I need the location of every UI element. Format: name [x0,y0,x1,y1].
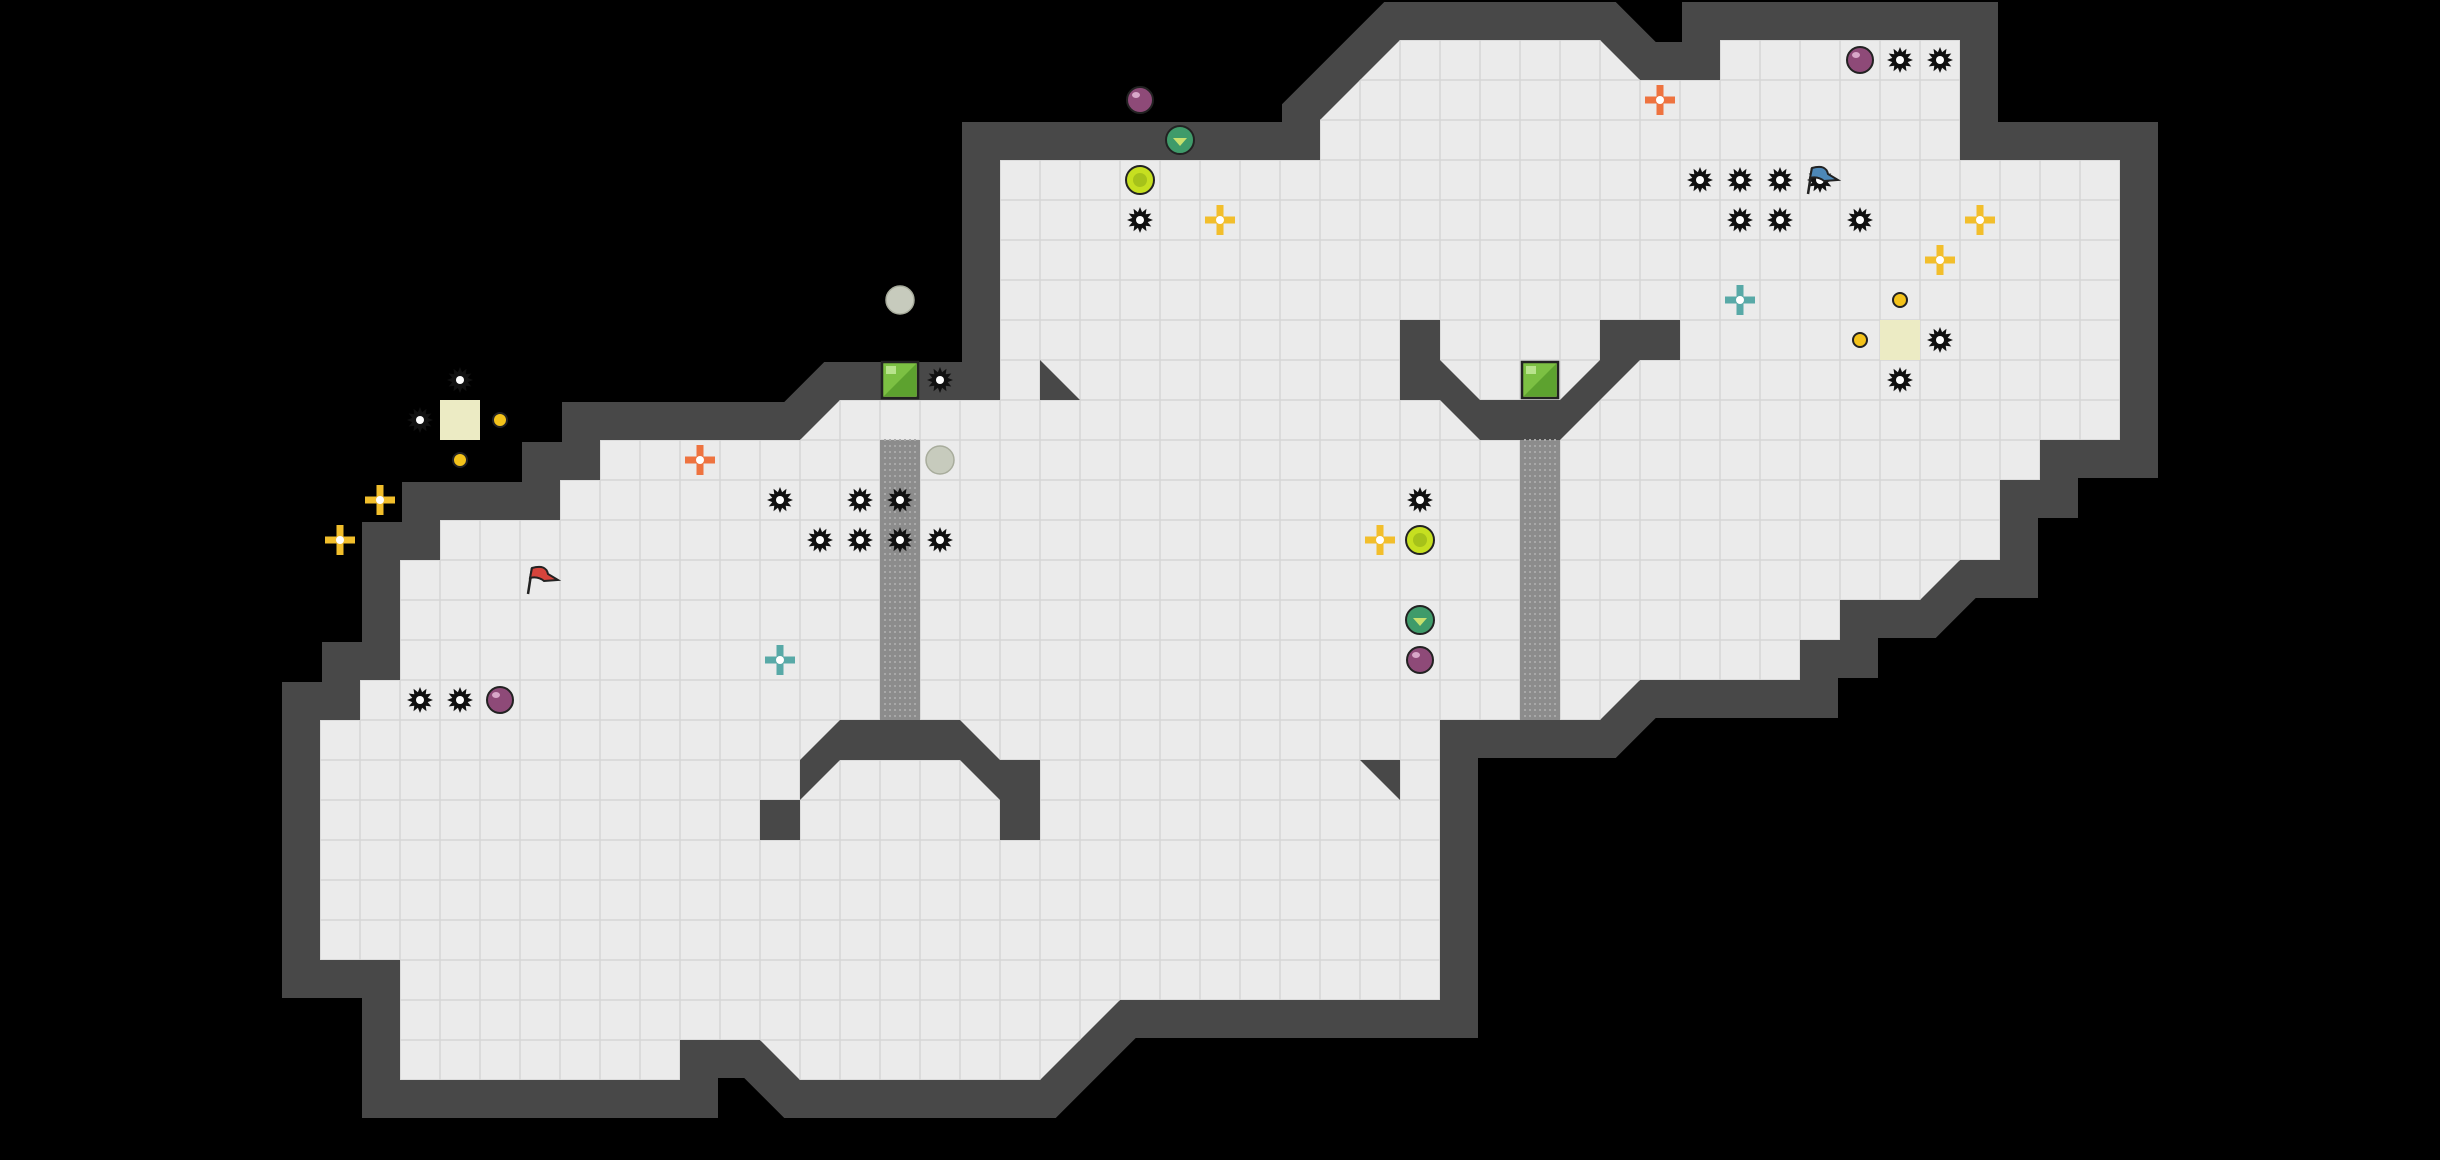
cross-arrows-icon[interactable] [1645,85,1675,115]
sawblade-icon [447,367,473,393]
cross-arrows-icon[interactable] [1965,205,1995,235]
lime-orb-icon[interactable] [1125,165,1155,195]
sawblade-icon [1927,327,1953,353]
gray-disc-icon [925,445,955,475]
coin-icon[interactable] [1892,292,1908,308]
potion-icon[interactable] [486,686,514,714]
inner-wall-1 [1400,320,1680,440]
sawblade-icon [1727,167,1753,193]
sawblade-icon [1687,167,1713,193]
potion-icon[interactable] [1846,46,1874,74]
gate-block-icon[interactable] [880,360,920,400]
level-items [325,46,1995,714]
sawblade-icon [1767,207,1793,233]
sawblade-icon [767,487,793,513]
coin-icon[interactable] [1852,332,1868,348]
sawblade-icon [847,487,873,513]
sawblade-icon [1887,367,1913,393]
blue-flag-icon[interactable] [1806,165,1842,195]
cross-arrows-icon[interactable] [1725,285,1755,315]
gate-tracks [880,439,1560,720]
cross-arrows-icon[interactable] [325,525,355,555]
cross-arrows-icon[interactable] [1925,245,1955,275]
potion-icon[interactable] [1126,86,1154,114]
inner-walls [760,320,1680,840]
cross-arrows-icon[interactable] [1365,525,1395,555]
sawblade-icon [887,527,913,553]
sawblade-icon [1767,167,1793,193]
pale-tile [1880,320,1920,360]
potion-icon[interactable] [1406,646,1434,674]
sawblade-icon [1887,47,1913,73]
sawblade-icon [927,367,953,393]
sawblade-icon [407,407,433,433]
lime-orb-icon[interactable] [1405,525,1435,555]
red-flag-icon[interactable] [526,565,562,595]
cross-arrows-icon[interactable] [1205,205,1235,235]
wall-wedge [1360,760,1400,800]
cross-arrows-icon[interactable] [365,485,395,515]
pale-tile [440,400,480,440]
shield-icon[interactable] [1165,125,1195,155]
sawblade-icon [927,527,953,553]
sawblade-icon [1927,47,1953,73]
sawblade-icon [887,487,913,513]
cross-arrows-icon[interactable] [765,645,795,675]
wall-wedge [1040,360,1080,400]
gray-disc-icon [885,285,915,315]
cross-arrows-icon[interactable] [685,445,715,475]
inner-wall-2 [760,720,1040,840]
sawblade-icon [1127,207,1153,233]
gate-block-icon[interactable] [1520,360,1560,400]
sawblade-icon [1407,487,1433,513]
coin-icon[interactable] [452,452,468,468]
sawblade-icon [807,527,833,553]
sawblade-icon [1847,207,1873,233]
sawblade-icon [1727,207,1753,233]
sawblade-icon [447,687,473,713]
shield-icon[interactable] [1405,605,1435,635]
coin-icon[interactable] [492,412,508,428]
sawblade-icon [847,527,873,553]
sawblade-icon [407,687,433,713]
